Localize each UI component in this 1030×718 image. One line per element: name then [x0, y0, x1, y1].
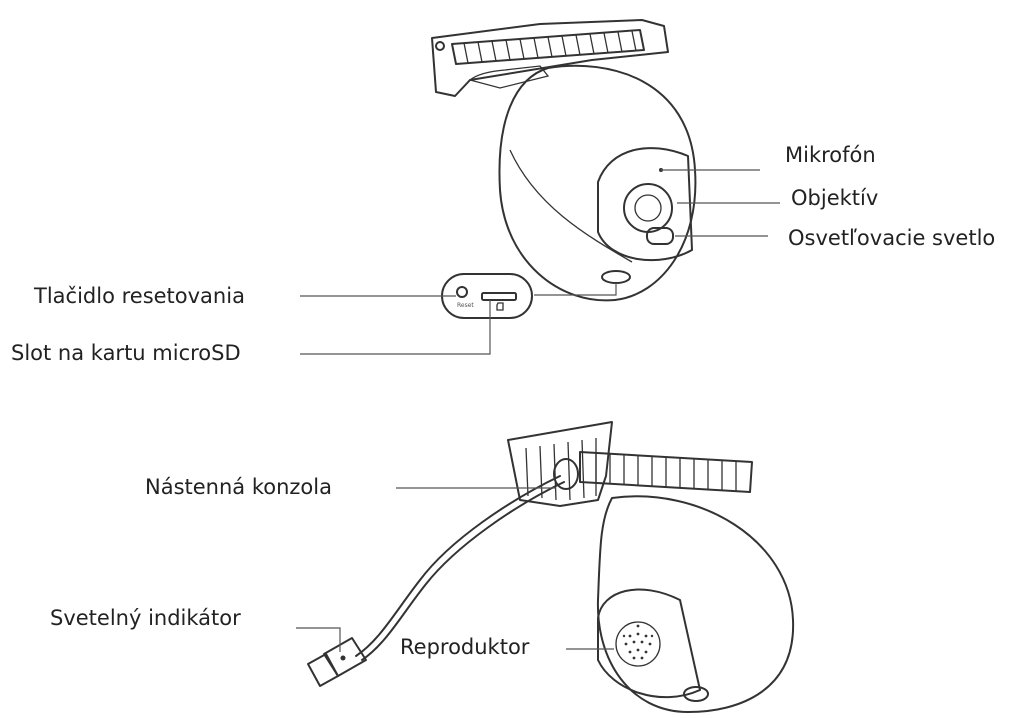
microsd-slot-opening: [482, 293, 516, 300]
sd-card-glyph: [497, 303, 503, 310]
label-lens: Objektív: [791, 186, 878, 210]
power-cable-edge: [362, 482, 564, 660]
label-reset-button: Tlačidlo resetovania: [34, 284, 245, 308]
top-light: [647, 228, 673, 244]
top-camera: Reset: [432, 20, 695, 318]
top-leader-lines: [300, 170, 780, 354]
top-bottom-port: [602, 271, 630, 283]
bottom-leader-lines: [296, 488, 614, 652]
speaker-grille: [616, 622, 660, 666]
label-microphone: Mikrofón: [785, 143, 876, 167]
top-face: [598, 148, 692, 260]
reset-marking: Reset: [457, 302, 474, 309]
reset-button-hole: [457, 287, 467, 297]
bottom-plate-ribs: [596, 453, 736, 491]
indicator-dot: [341, 656, 346, 661]
top-mount-screw: [436, 42, 444, 50]
top-dome-rim: [510, 150, 632, 262]
label-speaker: Reproduktor: [400, 635, 529, 659]
label-illumination-light: Osvetľovacie svetlo: [788, 226, 995, 250]
bottom-camera: [308, 422, 793, 712]
top-lens: [624, 184, 672, 232]
bracket-ribs: [526, 438, 596, 500]
bottom-dome: [598, 496, 793, 712]
label-wall-bracket: Nástenná konzola: [145, 475, 332, 499]
label-microsd-slot: Slot na kartu microSD: [11, 341, 241, 365]
label-indicator-light: Svetelný indikátor: [50, 606, 241, 630]
top-mount-ribs: [452, 30, 644, 64]
power-cable: [356, 476, 560, 656]
top-lens-inner: [635, 195, 661, 221]
